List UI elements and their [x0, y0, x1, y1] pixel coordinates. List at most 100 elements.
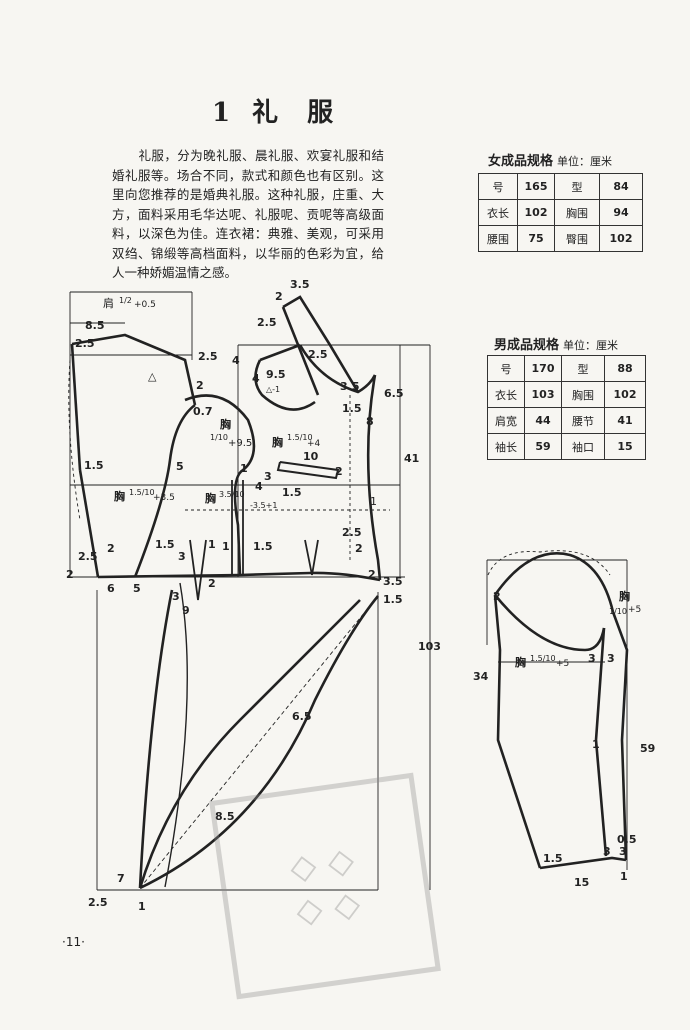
label-0-5: 0.5 — [617, 833, 637, 846]
label-1-5-a: 1.5 — [342, 402, 362, 415]
label-3-a: 3 — [264, 470, 272, 483]
women-spec-table: 号 165 型 84 衣长 102 胸围 94 腰围 75 臀围 102 — [478, 173, 643, 252]
label-5-a: 5 — [176, 460, 184, 473]
label-sleeve-3-c: 3 — [603, 845, 611, 858]
label-0-7: 0.7 — [193, 405, 213, 418]
label-8: 8 — [366, 415, 374, 428]
women-spec-heading: 女成品规格单位：厘米 — [488, 150, 612, 169]
label-1-5-c: 1.5 — [282, 486, 302, 499]
label-chest-a-frac: 1/10 — [210, 433, 228, 442]
label-chest-d-plus: -3.5+1 — [250, 501, 277, 510]
label-2-f: 2 — [66, 568, 74, 581]
label-sleeve-1-5: 1.5 — [543, 852, 563, 865]
label-chest-b-frac: 1.5/10 — [287, 433, 313, 442]
table-cell: 衣长 — [487, 381, 525, 408]
skirt-outline — [138, 582, 380, 890]
label-2-5-a: 2.5 — [75, 337, 95, 350]
label-9-5: 9.5 — [266, 368, 286, 381]
construction-lines — [68, 291, 431, 891]
label-sleeve-3-a: 3 — [588, 652, 596, 665]
label-sleeve-top-frac: 1/10 — [609, 607, 627, 616]
table-cell: 腰围 — [478, 225, 518, 252]
table-cell: 型 — [554, 173, 600, 200]
label-4-a: 4 — [232, 354, 240, 367]
women-spec-title: 女成品规格 — [488, 154, 554, 169]
table-cell: 臀围 — [554, 225, 600, 252]
label-shoulder: 肩 — [103, 296, 114, 310]
label-chest-b-plus: +4 — [307, 439, 321, 449]
label-chest-c-plus: +3.5 — [153, 493, 175, 503]
label-10: 10 — [303, 450, 319, 463]
label-sleeve-1-b: 1 — [620, 870, 628, 883]
table-row: 衣长 102 胸围 94 — [478, 199, 643, 226]
label-103: 103 — [418, 640, 441, 653]
label-1-5-d: 1.5 — [84, 459, 104, 472]
men-spec-table: 号 170 型 88 衣长 103 胸围 102 肩宽 44 腰节 41 袖长 … — [487, 355, 646, 460]
table-row: 号 165 型 84 — [478, 173, 643, 200]
label-3-5-c: 3.5 — [383, 575, 403, 588]
intro-text: 礼服，分为晚礼服、晨礼服、欢宴礼服和结婚礼服等。场合不同，款式和颜色也有区别。这… — [112, 148, 384, 280]
table-cell: 165 — [517, 173, 555, 200]
label-chest-a: 胸 — [220, 417, 231, 431]
table-cell: 型 — [561, 355, 605, 382]
label-5-b: 5 — [133, 582, 141, 595]
label-shoulder-frac: 1/2 — [119, 296, 132, 305]
label-2-5-g: 2.5 — [88, 896, 108, 909]
label-delta-minus: △-1 — [266, 385, 280, 394]
label-sleeve-chest-frac: 1.5/10 — [530, 654, 556, 663]
label-3-5-a: 3.5 — [290, 278, 310, 291]
label-1-5-e: 1.5 — [155, 538, 175, 551]
section-title-text: 礼 服 — [252, 98, 344, 128]
label-sleeve-chest: 胸 — [619, 589, 630, 603]
label-34: 34 — [473, 670, 489, 683]
darts — [189, 480, 319, 601]
table-row: 腰围 75 臀围 102 — [478, 225, 643, 252]
table-cell: 103 — [524, 381, 562, 408]
label-sleeve-3-b: 3 — [607, 652, 615, 665]
label-chest-d: 胸 — [205, 491, 216, 505]
label-1-5-b: 1.5 — [383, 593, 403, 606]
table-cell: 84 — [599, 173, 643, 200]
label-2-h: 2 — [208, 577, 216, 590]
label-9: 9 — [182, 604, 190, 617]
label-chest-c: 胸 — [114, 489, 125, 503]
table-cell: 75 — [517, 225, 555, 252]
label-8-5: 8.5 — [85, 319, 105, 332]
women-spec-unit: 单位：厘米 — [557, 155, 613, 168]
label-4-b: 4 — [252, 372, 260, 385]
sleeve-pattern — [486, 550, 629, 870]
label-shoulder-plus: +0.5 — [134, 300, 156, 310]
men-spec-unit: 单位：厘米 — [563, 339, 619, 352]
label-2-5-b: 2.5 — [198, 350, 218, 363]
library-stamp-seal: ◇ ◇◇ ◇ — [209, 772, 441, 1000]
label-1-d: 1 — [222, 540, 230, 553]
label-1-c: 1 — [208, 538, 216, 551]
men-spec-heading: 男成品规格单位：厘米 — [494, 334, 618, 353]
label-chest-b: 胸 — [272, 435, 283, 449]
label-sleeve-chest-plus: +5 — [556, 659, 569, 669]
table-cell: 腰节 — [561, 407, 605, 434]
page-number: ·11· — [62, 935, 85, 949]
label-41: 41 — [404, 452, 419, 465]
label-chest-c-frac: 1.5/10 — [129, 488, 155, 497]
label-sleeve-3-d: 3 — [619, 845, 627, 858]
intro-paragraph: 礼服，分为晚礼服、晨礼服、欢宴礼服和结婚礼服等。场合不同，款式和颜色也有区别。这… — [112, 146, 384, 283]
label-2-5-f: 2.5 — [78, 550, 98, 563]
label-2-g: 2 — [107, 542, 115, 555]
table-cell: 102 — [599, 225, 643, 252]
label-1-b: 1 — [240, 462, 248, 475]
label-sleeve-chest-b: 胸 — [515, 655, 526, 669]
label-6: 6 — [107, 582, 115, 595]
table-cell: 衣长 — [478, 199, 518, 226]
table-cell: 胸围 — [554, 199, 600, 226]
label-1-e: 1 — [138, 900, 146, 913]
label-15: 15 — [574, 876, 589, 889]
diagram-labels: 肩 1/2 +0.5 8.5 2.5 △ 2.5 2 0.7 3.5 2.5 2… — [66, 278, 655, 913]
label-6-5-b: 6.5 — [292, 710, 312, 723]
label-2-d: 2 — [368, 568, 376, 581]
label-2-e: 2 — [335, 465, 343, 478]
label-2-5-d: 2.5 — [308, 348, 328, 361]
label-3-b: 3 — [178, 550, 186, 563]
